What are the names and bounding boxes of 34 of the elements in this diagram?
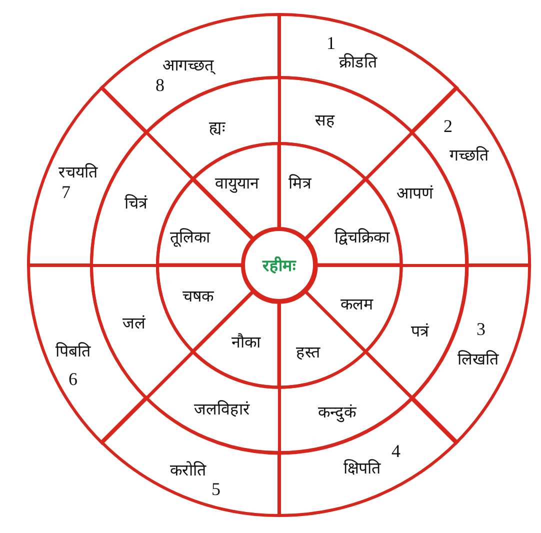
word-label: जलं xyxy=(122,313,146,333)
center-circle xyxy=(242,228,316,302)
word-label: कन्दुकं xyxy=(318,402,356,422)
sector-number: 8 xyxy=(155,75,164,97)
word-label: पत्रं xyxy=(410,321,429,341)
word-label: आपणं xyxy=(396,183,434,203)
word-label: चषक xyxy=(182,286,214,306)
word-label: सह xyxy=(315,110,335,130)
sector-number: 4 xyxy=(392,441,400,463)
sector-number: 7 xyxy=(62,182,70,204)
word-label: मित्र xyxy=(288,173,312,193)
word-label: लिखति xyxy=(457,349,498,369)
word-label: नौका xyxy=(231,332,260,352)
word-label: क्षिपति xyxy=(344,458,380,478)
name-label: रहीमः xyxy=(262,255,296,276)
word-label: आगच्छत् xyxy=(162,55,214,75)
word-label: ह्यः xyxy=(208,117,225,137)
word-label: द्विचक्रिका xyxy=(334,227,390,247)
word-label: रचयति xyxy=(58,162,98,182)
sector-number: 1 xyxy=(326,33,336,55)
word-label: जलविहारं xyxy=(194,399,250,419)
sector-number: 3 xyxy=(476,319,486,341)
word-label: तूलिका xyxy=(170,227,210,247)
word-label: वायुयान xyxy=(214,173,259,193)
word-label: हस्त xyxy=(296,342,320,362)
word-label: चित्रं xyxy=(124,193,148,213)
word-label: करोति xyxy=(170,460,206,480)
word-label: पिबति xyxy=(56,341,90,361)
sector-number: 6 xyxy=(68,369,78,391)
word-label: कलम xyxy=(340,294,374,314)
sector-number: 2 xyxy=(443,116,452,138)
sector-number: 5 xyxy=(211,479,220,501)
word-label: क्रीडति xyxy=(339,52,377,72)
word-label: गच्छति xyxy=(449,145,488,165)
